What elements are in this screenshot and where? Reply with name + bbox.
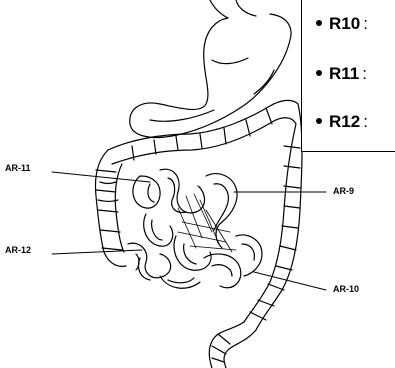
- stomach-drawing: [130, 0, 291, 138]
- legend-label: R12: [329, 112, 360, 131]
- legend-label: R10: [329, 14, 360, 33]
- label-ar12: AR-12: [5, 246, 31, 255]
- label-ar9: AR-9: [333, 187, 354, 196]
- legend-item-r11: R11:: [316, 65, 367, 82]
- leader-line-ar11: [52, 172, 150, 182]
- legend-box: R10: R11: R12:: [301, 0, 395, 152]
- legend-separator: :: [363, 14, 368, 33]
- legend-item-r10: R10:: [316, 15, 368, 32]
- label-ar11: AR-11: [5, 164, 31, 173]
- legend-label: R11: [329, 64, 359, 83]
- descending-colon-drawing: [244, 104, 302, 330]
- leader-lines: [52, 172, 326, 290]
- leader-line-ar10: [254, 272, 326, 290]
- transverse-colon-drawing: [108, 100, 298, 164]
- leader-line-ar12: [52, 250, 142, 254]
- legend-separator: :: [363, 112, 368, 131]
- ascending-colon-drawing: [96, 150, 127, 266]
- label-ar10: AR-10: [333, 285, 359, 294]
- small-intestine-drawing: [128, 169, 262, 288]
- bullet-icon: [316, 118, 322, 124]
- legend-item-r12: R12:: [316, 113, 368, 130]
- legend-separator: :: [362, 64, 367, 83]
- bullet-icon: [316, 20, 322, 26]
- bullet-icon: [316, 70, 322, 76]
- rectum-drawing: [209, 322, 256, 368]
